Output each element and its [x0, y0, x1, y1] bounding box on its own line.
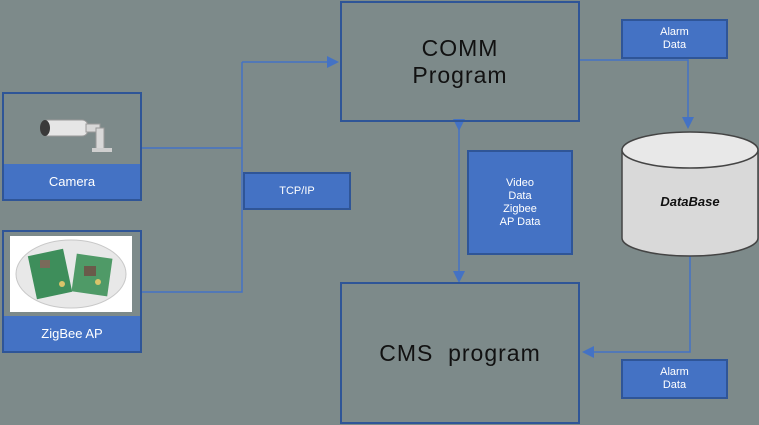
- alarm-data-bottom-box: Alarm Data: [621, 359, 728, 399]
- database-node: DataBase: [621, 128, 759, 258]
- cms-program-title: CMS program: [379, 339, 541, 366]
- db-cms-arrow: [582, 256, 691, 358]
- zigbee-label: ZigBee AP: [41, 326, 103, 341]
- cms-program-box: CMS program: [340, 282, 580, 424]
- camera-label: Camera: [48, 174, 96, 189]
- comm-program-title: COMM Program: [412, 34, 508, 88]
- alarm-data-top-box: Alarm Data: [621, 19, 728, 59]
- zigbee-label-box: ZigBee AP: [4, 316, 140, 351]
- alarm-data-top-label: Alarm Data: [660, 26, 689, 51]
- camera-icon: [4, 94, 140, 164]
- tcpip-label-box: TCP/IP: [243, 172, 351, 210]
- video-zigbee-data-label: Video Data Zigbee AP Data: [499, 176, 541, 228]
- database-cylinder-icon: [621, 131, 759, 257]
- camera-node: Camera: [2, 92, 142, 201]
- circuit-board-icon: [10, 236, 132, 312]
- zigbee-connector: [142, 62, 243, 293]
- database-label: DataBase: [660, 193, 720, 209]
- alarm-data-bottom-label: Alarm Data: [660, 366, 689, 391]
- camera-label-box: Camera: [4, 164, 140, 199]
- comm-program-box: COMM Program: [340, 1, 580, 122]
- zigbee-node: ZigBee AP: [2, 230, 142, 353]
- video-zigbee-data-box: Video Data Zigbee AP Data: [467, 150, 573, 255]
- tcpip-label: TCP/IP: [279, 184, 315, 197]
- comm-db-arrow: [580, 59, 694, 129]
- database-label-box: DataBase: [621, 186, 759, 216]
